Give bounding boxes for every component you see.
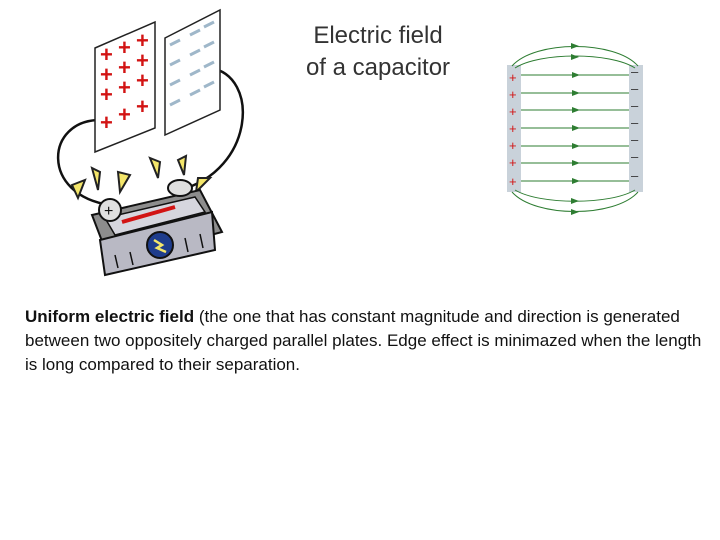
plus-sign-icon: + bbox=[136, 68, 149, 93]
plus-sign-icon: + bbox=[100, 110, 113, 135]
plus-sign-icon: + bbox=[118, 102, 131, 127]
plus-sign-icon: + bbox=[509, 138, 517, 153]
plus-sign-icon: + bbox=[509, 121, 517, 136]
spark-icon bbox=[70, 154, 213, 201]
minus-sign-icon: – bbox=[631, 168, 639, 183]
body-bold-phrase: Uniform electric field bbox=[25, 307, 195, 326]
plus-sign-icon: + bbox=[100, 82, 113, 107]
plus-sign-icon: + bbox=[509, 155, 517, 170]
plus-sign-icon: + bbox=[136, 48, 149, 73]
field-arrow-icon bbox=[572, 178, 580, 184]
minus-sign-icon: – bbox=[631, 115, 639, 130]
svg-text:+: + bbox=[104, 203, 113, 220]
plus-sign-icon: + bbox=[509, 87, 517, 102]
plus-sign-icon: + bbox=[100, 42, 113, 67]
title-line-2: of a capacitor bbox=[305, 54, 451, 81]
plus-sign-icon: + bbox=[509, 174, 517, 189]
slide-title: Electric field of a capacitor bbox=[262, 20, 494, 84]
body-rest: (the one that has constant magnitude and… bbox=[25, 307, 702, 374]
negative-plate-rect bbox=[629, 65, 643, 192]
field-arrow-icon bbox=[571, 198, 579, 204]
field-arrow-icon bbox=[572, 72, 580, 78]
plus-sign-icon: + bbox=[100, 62, 113, 87]
minus-sign-icon: – bbox=[631, 81, 639, 96]
field-arrow-icon bbox=[572, 143, 580, 149]
plus-sign-icon: + bbox=[118, 75, 131, 100]
positive-plate-rect bbox=[507, 65, 521, 192]
minus-sign-icon: – bbox=[631, 132, 639, 147]
plus-sign-icon: + bbox=[118, 55, 131, 80]
field-arrow-icon bbox=[572, 125, 580, 131]
wire-icon bbox=[56, 118, 111, 207]
field-arrow-icon bbox=[572, 107, 580, 113]
plus-sign-icon: + bbox=[509, 104, 517, 119]
positive-plate: ++++++++++++ bbox=[94, 20, 156, 154]
plus-sign-icon: + bbox=[136, 28, 149, 53]
field-arrow-icon bbox=[572, 160, 580, 166]
minus-sign-icon: – bbox=[631, 98, 639, 113]
plus-sign-icon: + bbox=[136, 94, 149, 119]
field-arrow-icon bbox=[572, 90, 580, 96]
plus-sign-icon: + bbox=[509, 70, 517, 85]
battery-icon: + bbox=[90, 179, 224, 277]
body-text: Uniform electric field (the one that has… bbox=[25, 305, 705, 377]
field-arrow-icon bbox=[571, 209, 579, 215]
field-arrow-icon bbox=[571, 43, 579, 49]
minus-sign-icon: – bbox=[631, 149, 639, 164]
field-arrow-icon bbox=[571, 54, 579, 60]
title-line-1: Electric field bbox=[313, 22, 443, 49]
negative-plate bbox=[164, 8, 221, 137]
plus-sign-icon: + bbox=[118, 35, 131, 60]
minus-sign-icon: – bbox=[631, 64, 639, 79]
